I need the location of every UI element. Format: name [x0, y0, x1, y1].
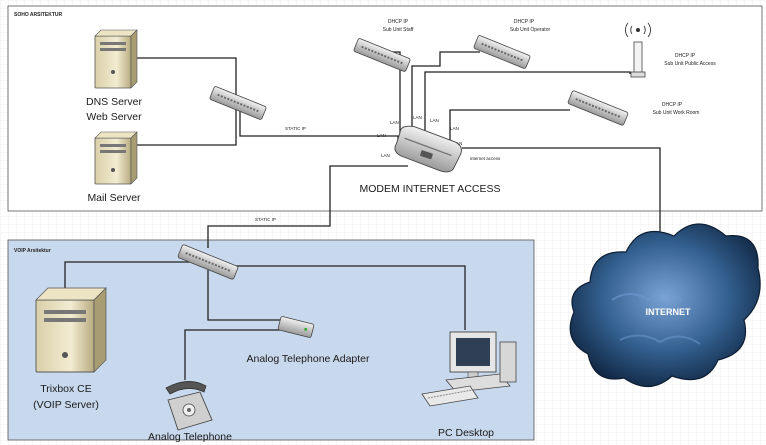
pc-desktop-label: PC Desktop — [438, 427, 494, 439]
soho-zone-title: SOHO ARSITEKTUR — [14, 12, 63, 18]
trixbox-server[interactable] — [35, 287, 107, 373]
voip-zone-title: VOIP Arsitektur — [14, 248, 51, 254]
ata-label: Analog Telephone Adapter — [247, 353, 370, 365]
pc-desktop[interactable] — [421, 331, 517, 407]
dhcp-staff-label: Sub Unit Staff — [383, 27, 414, 33]
voip-switch[interactable] — [177, 244, 239, 280]
analog-telephone[interactable] — [165, 381, 213, 431]
soho-switch[interactable] — [209, 86, 267, 120]
static-ip-bottom-label: STATIC IP — [255, 217, 276, 222]
dns-web-server[interactable] — [94, 29, 138, 89]
dhcp-switch-work-room[interactable] — [567, 90, 629, 126]
connection-lines — [64, 45, 661, 380]
trixbox-label: Trixbox CE — [40, 383, 92, 395]
dns-server-label: DNS Server — [86, 96, 143, 108]
web-server-label: Web Server — [86, 111, 142, 123]
wireless-access-point[interactable] — [625, 22, 651, 78]
static-ip-top-label: STATIC IP — [285, 126, 306, 131]
port-label-5: LAN — [377, 133, 386, 138]
port-label-2: LAN — [413, 115, 422, 120]
modem[interactable] — [392, 123, 464, 175]
port-label-4: LAN — [450, 126, 459, 131]
dhcp-public-title: DHCP IP — [675, 53, 696, 59]
mail-server-label: Mail Server — [87, 192, 141, 204]
internet-label: INTERNET — [646, 307, 692, 317]
analog-telephone-adapter[interactable] — [277, 316, 315, 338]
port-label-7: LAN — [381, 153, 390, 158]
port-label-3: LAN — [430, 118, 439, 123]
dhcp-work-label: Sub Unit Work Room — [653, 110, 700, 116]
dhcp-staff-title: DHCP IP — [388, 19, 409, 25]
dhcp-work-title: DHCP IP — [662, 102, 683, 108]
dhcp-switch-operator[interactable] — [473, 35, 531, 69]
dhcp-operator-title: DHCP IP — [514, 19, 535, 25]
internet-cloud — [569, 223, 761, 388]
dhcp-operator-label: Sub Unit Operator — [510, 27, 551, 33]
mail-server[interactable] — [94, 131, 138, 185]
analog-telephone-label: Analog Telephone — [148, 431, 232, 443]
dhcp-public-label: Sub Unit Public Access — [664, 61, 716, 67]
voip-server-label: (VOIP Server) — [33, 399, 99, 411]
port-label-1: LAN — [390, 120, 399, 125]
internet-access-link-label: internet access — [470, 156, 501, 161]
dhcp-switch-staff[interactable] — [353, 38, 411, 72]
modem-label: MODEM INTERNET ACCESS — [360, 183, 501, 195]
